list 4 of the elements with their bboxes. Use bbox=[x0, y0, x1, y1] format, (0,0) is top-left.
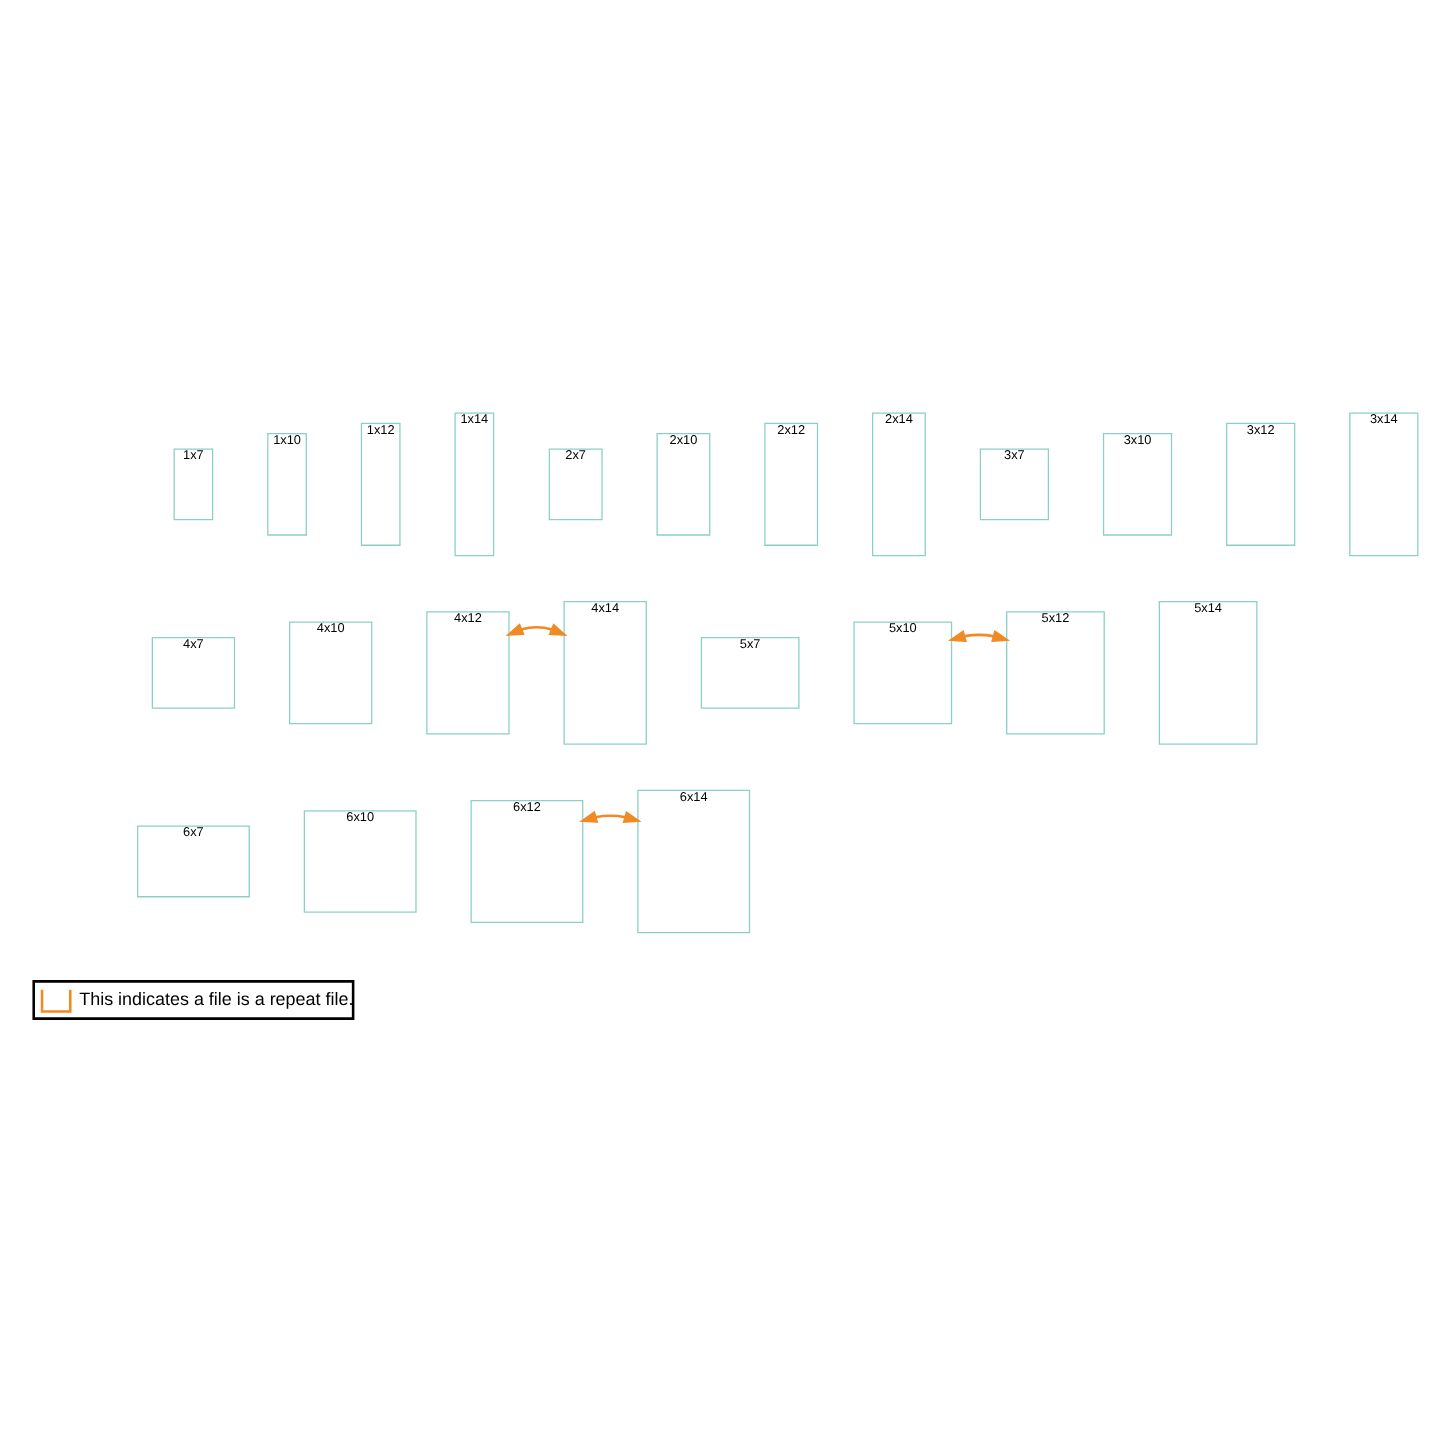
arrow bbox=[947, 628, 1011, 642]
arrow bbox=[579, 809, 642, 823]
arrow bbox=[505, 622, 568, 635]
legend-label: This indicates a file is a repeat file. bbox=[79, 988, 354, 1009]
